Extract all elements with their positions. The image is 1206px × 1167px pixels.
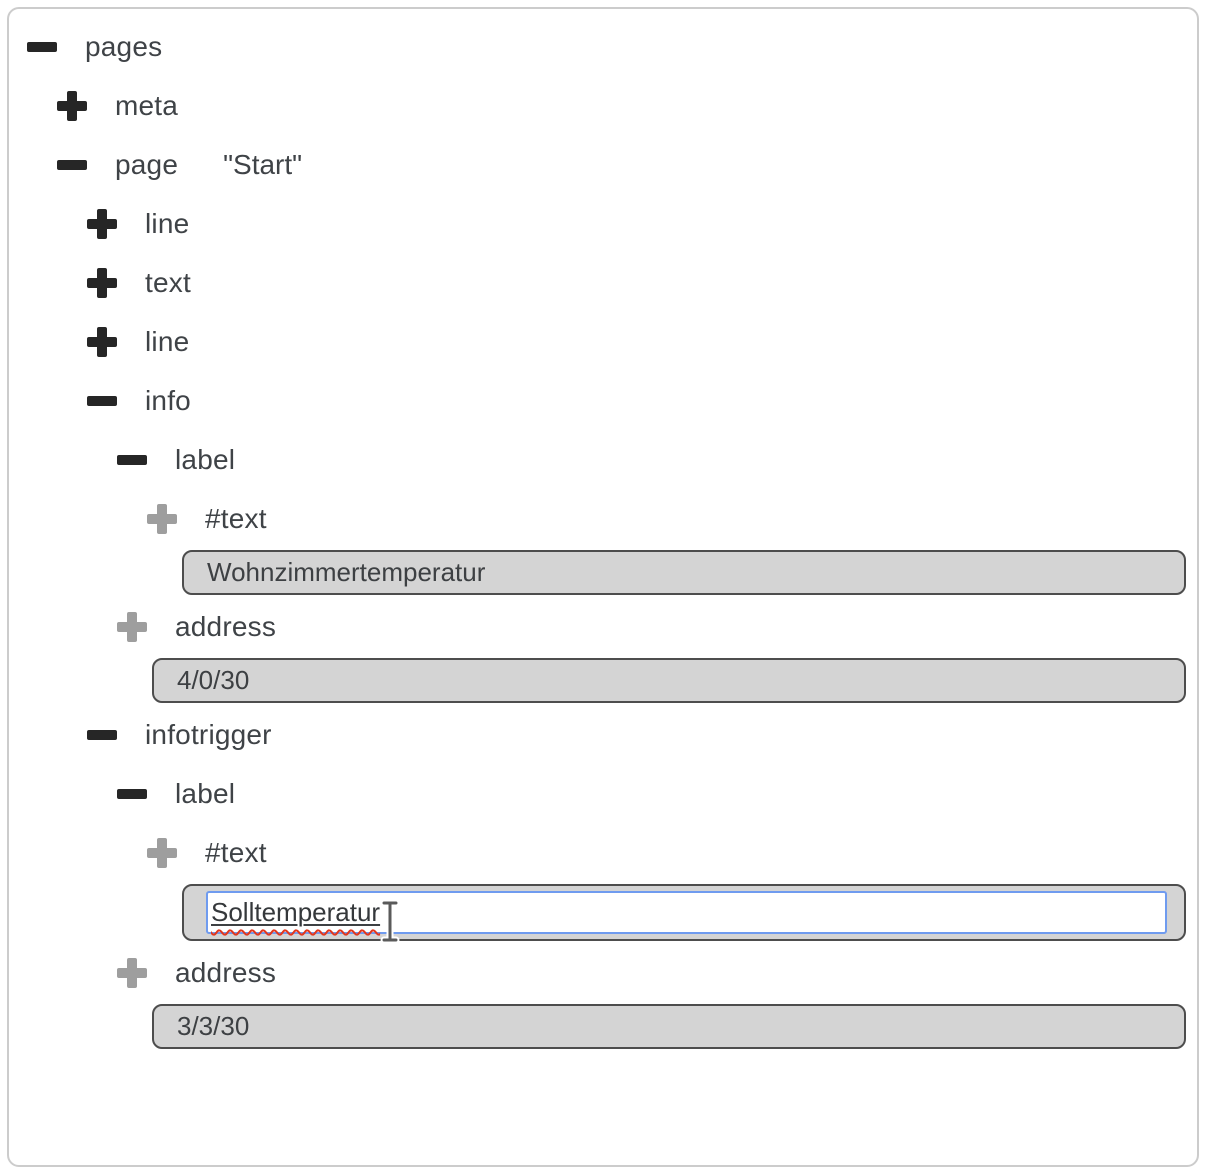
spellcheck-underline: Solltemperatur xyxy=(211,897,380,928)
value-text: 3/3/30 xyxy=(177,1011,250,1041)
node-value-row: Wohnzimmertemperatur xyxy=(182,550,1186,595)
node-label[interactable]: line xyxy=(145,325,190,357)
tree-node-row: line xyxy=(9,194,1197,253)
collapse-minus-icon[interactable] xyxy=(27,32,57,62)
tree-node-row: infotrigger xyxy=(9,705,1197,764)
text-value-input[interactable]: Wohnzimmertemperatur xyxy=(182,550,1186,595)
tree-node-row: info xyxy=(9,371,1197,430)
node-label[interactable]: pages xyxy=(85,30,163,62)
node-label[interactable]: #text xyxy=(205,502,267,534)
tree-node-row: #text xyxy=(9,489,1197,548)
tree-node-row: label xyxy=(9,764,1197,823)
node-label[interactable]: page xyxy=(115,148,179,180)
collapse-minus-icon[interactable] xyxy=(87,720,117,750)
value-text: 4/0/30 xyxy=(177,665,250,695)
expand-plus-icon[interactable] xyxy=(57,90,87,121)
node-label[interactable]: meta xyxy=(115,89,179,121)
node-label[interactable]: address xyxy=(175,610,277,642)
collapse-minus-icon[interactable] xyxy=(117,779,147,809)
text-value-input-focused[interactable]: Solltemperatur xyxy=(206,891,1167,934)
text-value-input[interactable]: 4/0/30 xyxy=(152,658,1186,703)
tree-node-row: text xyxy=(9,253,1197,312)
collapse-minus-icon[interactable] xyxy=(87,386,117,416)
collapse-minus-icon[interactable] xyxy=(57,150,87,180)
node-value-row: Solltemperatur xyxy=(182,884,1186,944)
value-box: Solltemperatur xyxy=(182,884,1186,944)
node-label[interactable]: line xyxy=(145,207,190,239)
expand-plus-icon[interactable] xyxy=(147,503,177,534)
tree-node-row: meta xyxy=(9,76,1197,135)
tree-node-row: #text xyxy=(9,823,1197,882)
tree-node-row: address xyxy=(9,943,1197,1002)
node-label[interactable]: address xyxy=(175,956,277,988)
node-label[interactable]: label xyxy=(175,777,236,809)
editing-text: Solltemperatur xyxy=(211,897,381,927)
value-text: Wohnzimmertemperatur xyxy=(207,557,486,587)
tree-node-row: pages xyxy=(9,17,1197,76)
tree-node-row: line xyxy=(9,312,1197,371)
node-value-row: 4/0/30 xyxy=(152,658,1186,703)
node-label[interactable]: infotrigger xyxy=(145,718,272,750)
expand-plus-icon[interactable] xyxy=(117,957,147,988)
text-value-input[interactable]: 3/3/30 xyxy=(152,1004,1186,1049)
expand-plus-icon[interactable] xyxy=(87,208,117,239)
expand-plus-icon[interactable] xyxy=(87,326,117,357)
tree-node-row: label xyxy=(9,430,1197,489)
node-label[interactable]: text xyxy=(145,266,191,298)
collapse-minus-icon[interactable] xyxy=(117,445,147,475)
tree-node-row: page "Start" xyxy=(9,135,1197,194)
expand-plus-icon[interactable] xyxy=(147,837,177,868)
node-label[interactable]: #text xyxy=(205,836,267,868)
expand-plus-icon[interactable] xyxy=(117,611,147,642)
node-attribute-value: "Start" xyxy=(223,148,303,180)
node-label[interactable]: label xyxy=(175,443,236,475)
tree-panel: pages meta page "Start" line text line info labe… xyxy=(7,7,1199,1167)
node-value-row: 3/3/30 xyxy=(152,1004,1186,1049)
expand-plus-icon[interactable] xyxy=(87,267,117,298)
tree-node-row: address xyxy=(9,597,1197,656)
node-label[interactable]: info xyxy=(145,384,191,416)
